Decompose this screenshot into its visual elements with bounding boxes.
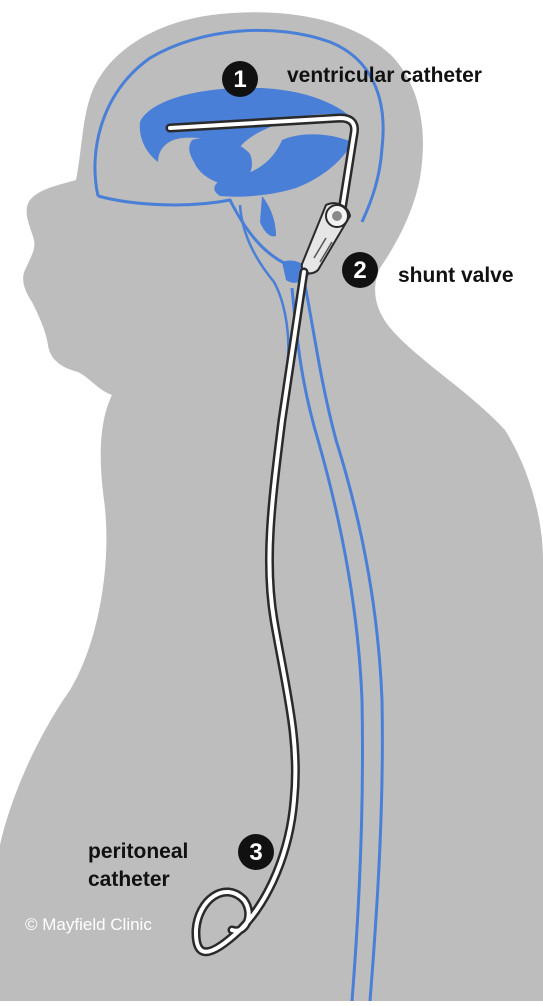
label-peritoneal-catheter-line1: peritoneal	[88, 838, 188, 866]
label-shunt-valve: shunt valve	[398, 262, 514, 290]
callout-badge-2: 2	[342, 252, 378, 288]
callout-number-2: 2	[353, 257, 366, 284]
callout-number-3: 3	[249, 839, 262, 866]
label-peritoneal-catheter-line2: catheter	[88, 866, 188, 894]
copyright-text: © Mayfield Clinic	[25, 915, 152, 935]
label-peritoneal-catheter: peritoneal catheter	[88, 838, 188, 895]
callout-number-1: 1	[233, 66, 246, 93]
callout-badge-3: 3	[238, 834, 274, 870]
callout-badge-1: 1	[222, 61, 258, 97]
label-ventricular-catheter: ventricular catheter	[287, 62, 482, 90]
